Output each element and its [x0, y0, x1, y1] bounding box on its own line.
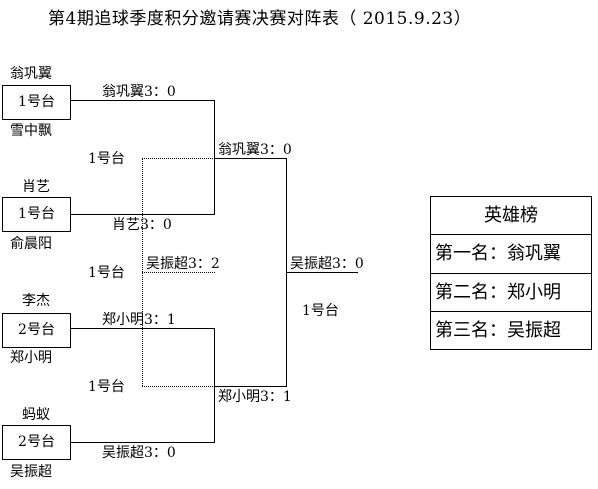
- table-note: 1号台: [88, 151, 125, 167]
- table-box: 1号台: [2, 85, 71, 120]
- player-name: 郑小明: [10, 350, 52, 366]
- player-name: 俞晨阳: [10, 236, 52, 252]
- third-place-line: [142, 386, 215, 387]
- honor-board: 英雄榜 第一名：翁巩翼 第二名：郑小明 第三名：吴振超: [430, 196, 592, 350]
- match-result: 郑小明3：1: [102, 312, 176, 328]
- final-result: 吴振超3：0: [290, 256, 364, 272]
- player-name: 雪中飘: [10, 123, 52, 139]
- bracket-line: [70, 442, 215, 443]
- match-result: 肖艺3：0: [112, 217, 172, 233]
- divider: [431, 273, 591, 274]
- player-name: 翁巩翼: [10, 66, 52, 82]
- table-label: 2号台: [18, 322, 55, 338]
- player-name: 吴振超: [10, 464, 52, 480]
- table-label: 1号台: [18, 94, 55, 110]
- player-name: 蚂蚁: [22, 407, 50, 423]
- match-result: 翁巩翼3：0: [218, 142, 292, 158]
- bracket-line: [215, 158, 287, 159]
- third-place-line: [142, 272, 215, 273]
- divider: [431, 234, 591, 235]
- match-result: 翁巩翼3：0: [102, 84, 176, 100]
- table-label: 1号台: [18, 206, 55, 222]
- table-box: 1号台: [2, 197, 71, 232]
- table-note: 1号台: [88, 379, 125, 395]
- final-table: 1号台: [302, 303, 339, 319]
- table-label: 2号台: [18, 434, 55, 450]
- table-note: 1号台: [88, 265, 125, 281]
- honor-row-third: 第三名：吴振超: [435, 320, 561, 341]
- honor-board-title: 英雄榜: [484, 205, 538, 226]
- table-box: 2号台: [2, 313, 71, 348]
- bracket-line: [215, 386, 287, 387]
- third-place-result: 吴振超3：2: [146, 256, 220, 272]
- match-result: 吴振超3：0: [102, 445, 176, 461]
- third-place-line: [142, 158, 215, 159]
- divider: [431, 311, 591, 312]
- page-title: 第4期追球季度积分邀请赛决赛对阵表（ 2015.9.23）: [48, 9, 472, 29]
- player-name: 肖艺: [22, 179, 50, 195]
- player-name: 李杰: [22, 293, 50, 309]
- honor-row-second: 第二名：郑小明: [435, 282, 561, 303]
- table-box: 2号台: [2, 425, 71, 460]
- honor-row-first: 第一名：翁巩翼: [435, 243, 561, 264]
- bracket-line: [214, 100, 215, 215]
- bracket-line: [286, 272, 358, 273]
- match-result: 郑小明3：1: [218, 389, 292, 405]
- bracket-line: [214, 328, 215, 443]
- bracket-line: [70, 100, 215, 101]
